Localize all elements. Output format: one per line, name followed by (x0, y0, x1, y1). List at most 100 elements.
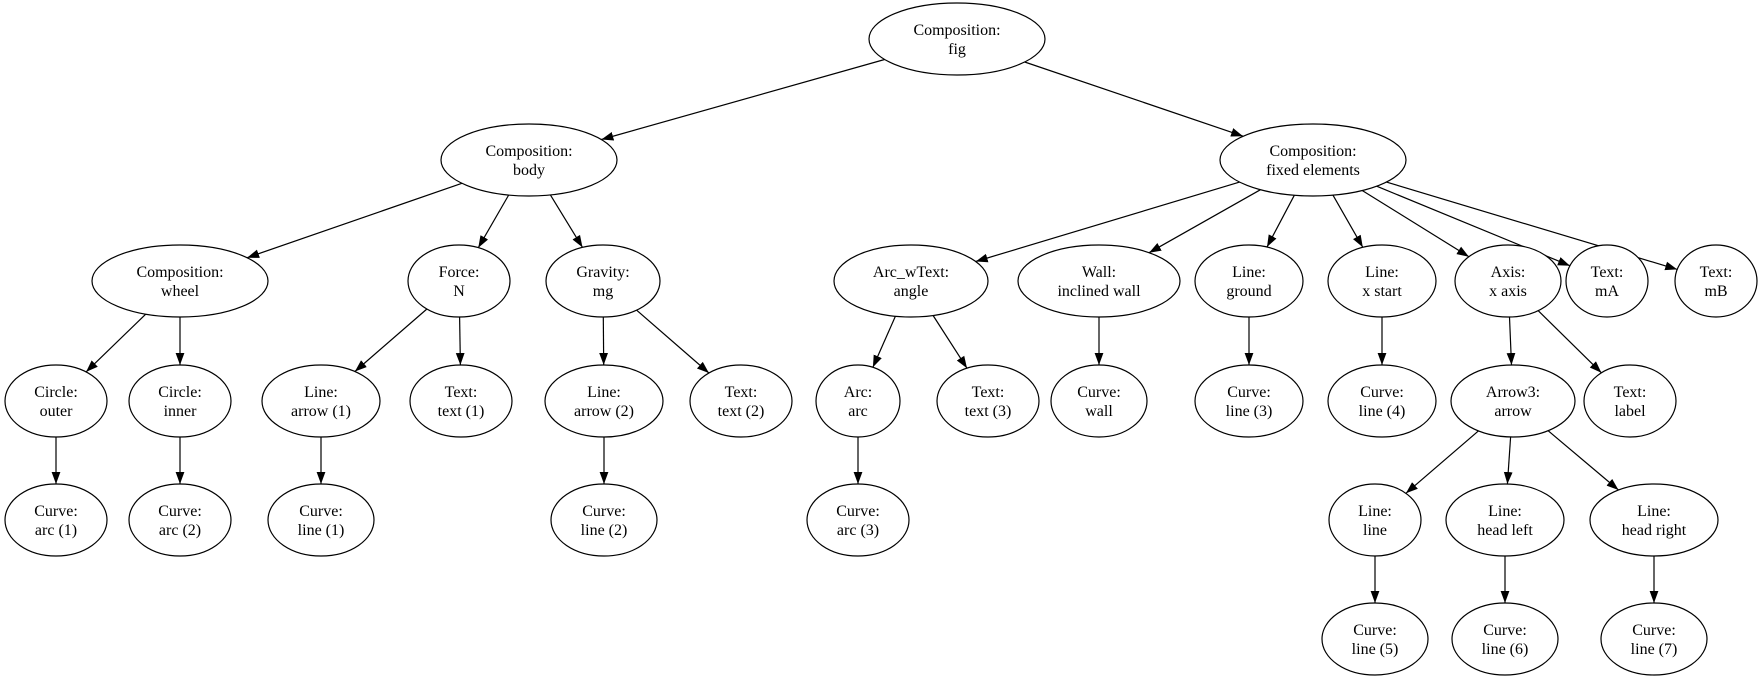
node-xaxis: Axis:x axis (1454, 244, 1562, 318)
text1-label: Text:text (1) (438, 384, 485, 420)
node-fixed: Composition:fixed elements (1219, 123, 1407, 197)
node-force_n: Force:N (407, 244, 511, 318)
node-cline5: Curve:line (5) (1321, 602, 1429, 676)
arrow1-label: Line:arrow (1) (291, 384, 351, 420)
edge-layer (51, 58, 1678, 603)
edge-xaxis-to-text_label (1537, 310, 1602, 374)
text2-label: Text:text (2) (718, 384, 765, 420)
node-outer: Circle:outer (4, 364, 108, 438)
gravity_mg-ellipse (545, 244, 661, 318)
arrow2-label: Line:arrow (2) (574, 384, 634, 420)
node-angle: Arc_wText:angle (833, 244, 989, 318)
xstart-ellipse (1327, 244, 1437, 318)
curve_wall-label: Curve:wall (1077, 384, 1121, 420)
cline7-label: Curve:line (7) (1631, 622, 1678, 658)
cline2-ellipse (550, 483, 658, 557)
node-carc2: Curve:arc (2) (128, 483, 232, 557)
edge-fixed-to-ground (1266, 195, 1295, 248)
node-cline1: Curve:line (1) (267, 483, 375, 557)
outer-label: Circle:outer (34, 384, 78, 420)
force_n-ellipse (407, 244, 511, 318)
cline5-label: Curve:line (5) (1352, 622, 1399, 658)
gravity_mg-label: Gravity:mg (576, 264, 629, 300)
edge-force_n-to-text1 (455, 316, 465, 366)
line_line-label: Line:line (1358, 503, 1392, 539)
cline4-label: Curve:line (4) (1359, 384, 1406, 420)
ground-ellipse (1194, 244, 1304, 318)
arrow3-label: Arrow3:arrow (1486, 384, 1540, 420)
inner-ellipse (128, 364, 232, 438)
node-cline3: Curve:line (3) (1194, 364, 1304, 438)
fixed-ellipse (1219, 123, 1407, 197)
node-text_mb: Text:mB (1674, 244, 1758, 318)
fixed-label: Composition:fixed elements (1266, 143, 1360, 179)
cline4-ellipse (1327, 364, 1437, 438)
head_left-label: Line:head left (1477, 503, 1533, 539)
node-head_right: Line:head right (1589, 483, 1719, 557)
cline7-ellipse (1600, 602, 1708, 676)
head_right-label: Line:head right (1622, 503, 1687, 539)
node-text_ma: Text:mA (1565, 244, 1649, 318)
arc-label: Arc:arc (844, 384, 872, 420)
node-body: Composition:body (440, 123, 618, 197)
wheel-ellipse (91, 244, 269, 318)
node-carc1: Curve:arc (1) (4, 483, 108, 557)
node-cline2: Curve:line (2) (550, 483, 658, 557)
line_line-ellipse (1328, 483, 1422, 557)
cline3-label: Curve:line (3) (1226, 384, 1273, 420)
node-text3: Text:text (3) (936, 364, 1040, 438)
node-line_line: Line:line (1328, 483, 1422, 557)
text_label-ellipse (1583, 364, 1677, 438)
edge-body-to-wheel (246, 182, 463, 259)
cline1-ellipse (267, 483, 375, 557)
edge-body-to-force_n (477, 194, 510, 248)
node-wheel: Composition:wheel (91, 244, 269, 318)
node-xstart: Line:x start (1327, 244, 1437, 318)
cline6-ellipse (1451, 602, 1559, 676)
node-carc3: Curve:arc (3) (806, 483, 910, 557)
edge-angle-to-text3 (932, 315, 968, 369)
carc1-label: Curve:arc (1) (34, 503, 78, 539)
wheel-label: Composition:wheel (136, 264, 223, 300)
edge-fixed-to-xstart (1332, 194, 1364, 248)
edge-arrow3-to-head_right (1547, 430, 1619, 491)
arrow2-ellipse (544, 364, 664, 438)
edge-fixed-to-angle (975, 181, 1240, 263)
cline1-label: Curve:line (1) (298, 503, 345, 539)
node-head_left: Line:head left (1445, 483, 1565, 557)
arrow3-ellipse (1450, 364, 1576, 438)
node-iwall: Wall:inclined wall (1017, 244, 1181, 318)
text_ma-ellipse (1565, 244, 1649, 318)
cline3-ellipse (1194, 364, 1304, 438)
carc2-ellipse (128, 483, 232, 557)
edge-arrow3-to-head_left (1503, 436, 1513, 485)
edge-arrow3-to-line_line (1405, 430, 1479, 494)
edge-gravity_mg-to-text2 (636, 309, 710, 374)
node-inner: Circle:inner (128, 364, 232, 438)
curve_wall-ellipse (1050, 364, 1148, 438)
node-layer: Composition:figComposition:bodyCompositi… (4, 2, 1758, 676)
node-curve_wall: Curve:wall (1050, 364, 1148, 438)
edge-fig-to-fixed (1024, 61, 1244, 137)
cline5-ellipse (1321, 602, 1429, 676)
text3-ellipse (936, 364, 1040, 438)
xaxis-ellipse (1454, 244, 1562, 318)
text_mb-label: Text:mB (1700, 264, 1733, 300)
node-cline7: Curve:line (7) (1600, 602, 1708, 676)
edge-xaxis-to-arrow3 (1506, 316, 1516, 366)
edge-fixed-to-xaxis (1361, 189, 1470, 258)
body-label: Composition:body (485, 143, 572, 179)
node-ground: Line:ground (1194, 244, 1304, 318)
node-text_label: Text:label (1583, 364, 1677, 438)
node-text1: Text:text (1) (409, 364, 513, 438)
carc3-label: Curve:arc (3) (836, 503, 880, 539)
inner-label: Circle:inner (158, 384, 202, 420)
text_label-label: Text:label (1614, 384, 1647, 420)
carc2-label: Curve:arc (2) (158, 503, 202, 539)
node-cline4: Curve:line (4) (1327, 364, 1437, 438)
text2-ellipse (689, 364, 793, 438)
node-arrow1: Line:arrow (1) (261, 364, 381, 438)
xstart-label: Line:x start (1362, 264, 1402, 300)
head_left-ellipse (1445, 483, 1565, 557)
